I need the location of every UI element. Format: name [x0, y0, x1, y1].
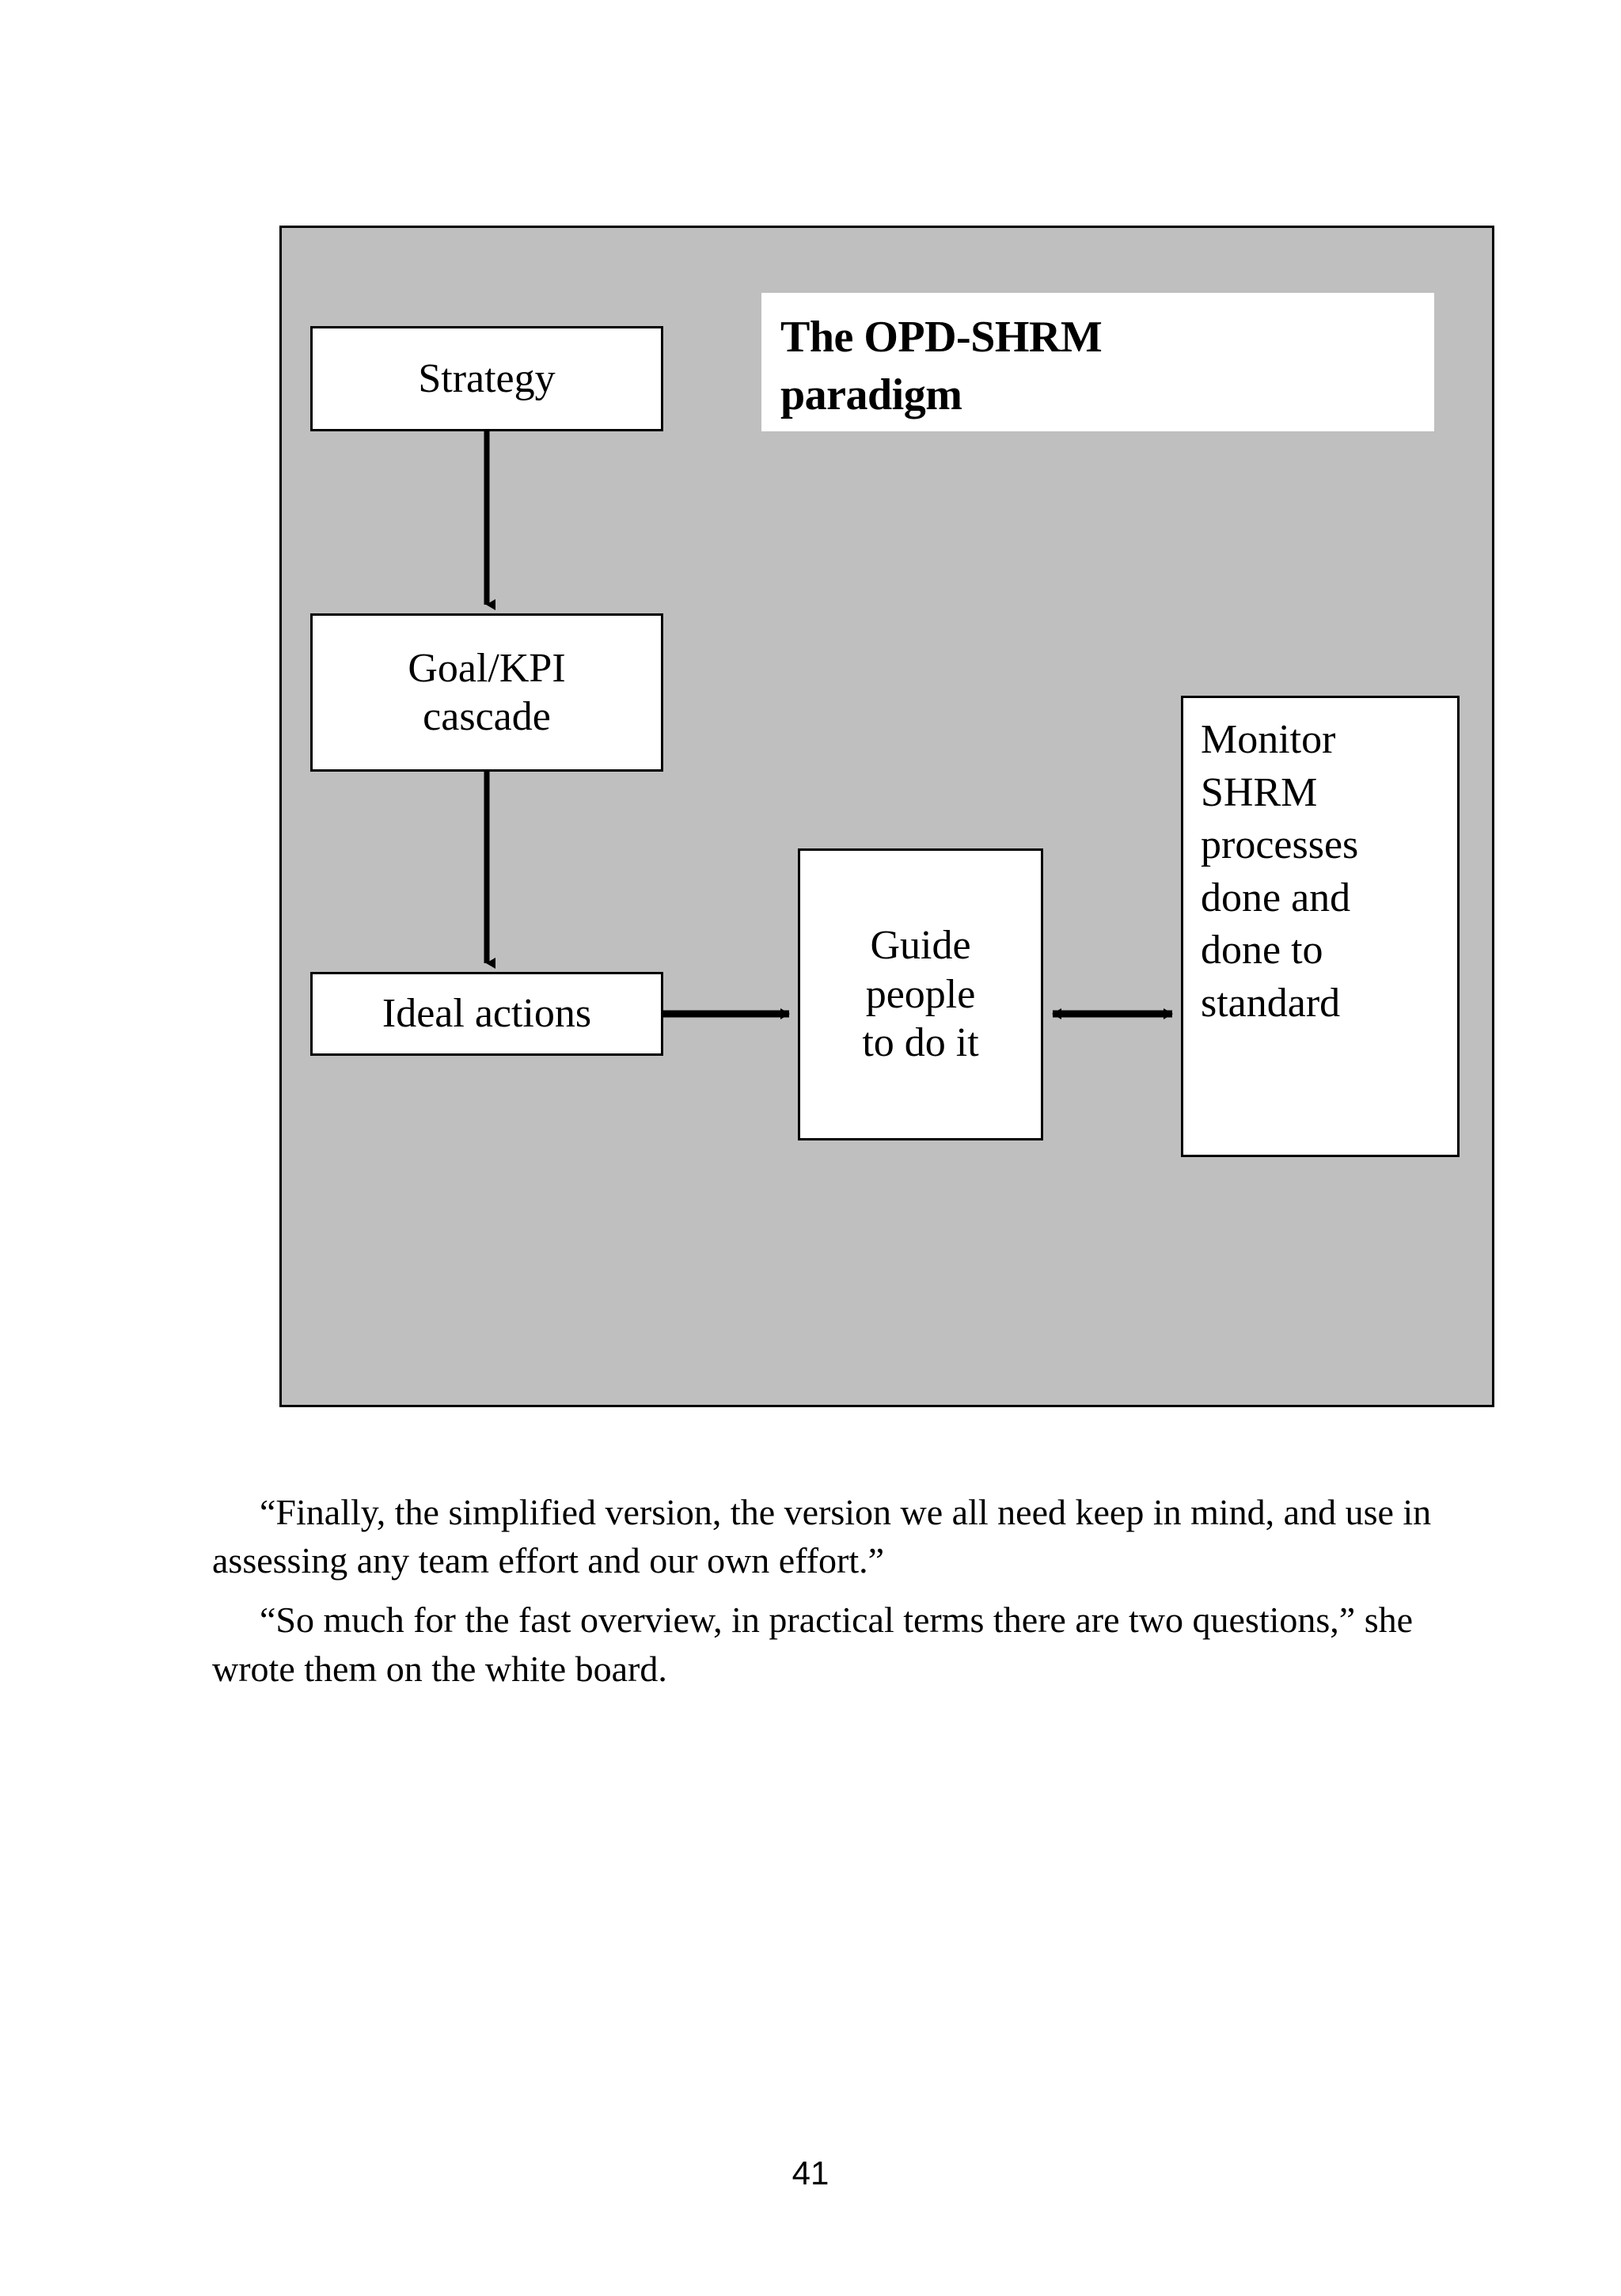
diagram-title-box: The OPD-SHRM paradigm [761, 293, 1434, 431]
body-copy: “Finally, the simplified version, the ve… [212, 1488, 1447, 1704]
diagram-node-ideal-actions[interactable]: Ideal actions [310, 972, 663, 1056]
diagram-panel: Strategy Goal/KPI cascade Ideal actions … [279, 226, 1494, 1407]
diagram-node-goal-kpi[interactable]: Goal/KPI cascade [310, 613, 663, 772]
paragraph-1: “Finally, the simplified version, the ve… [212, 1492, 1432, 1581]
paragraph-2: “So much for the fast overview, in pract… [212, 1600, 1414, 1689]
diagram-node-monitor[interactable]: Monitor SHRM processes done and done to … [1181, 696, 1460, 1157]
page-number: 41 [792, 2154, 829, 2192]
diagram-node-strategy[interactable]: Strategy [310, 326, 663, 431]
diagram-node-guide-people[interactable]: Guide people to do it [798, 848, 1043, 1140]
diagram-title: The OPD-SHRM paradigm [780, 313, 1103, 419]
